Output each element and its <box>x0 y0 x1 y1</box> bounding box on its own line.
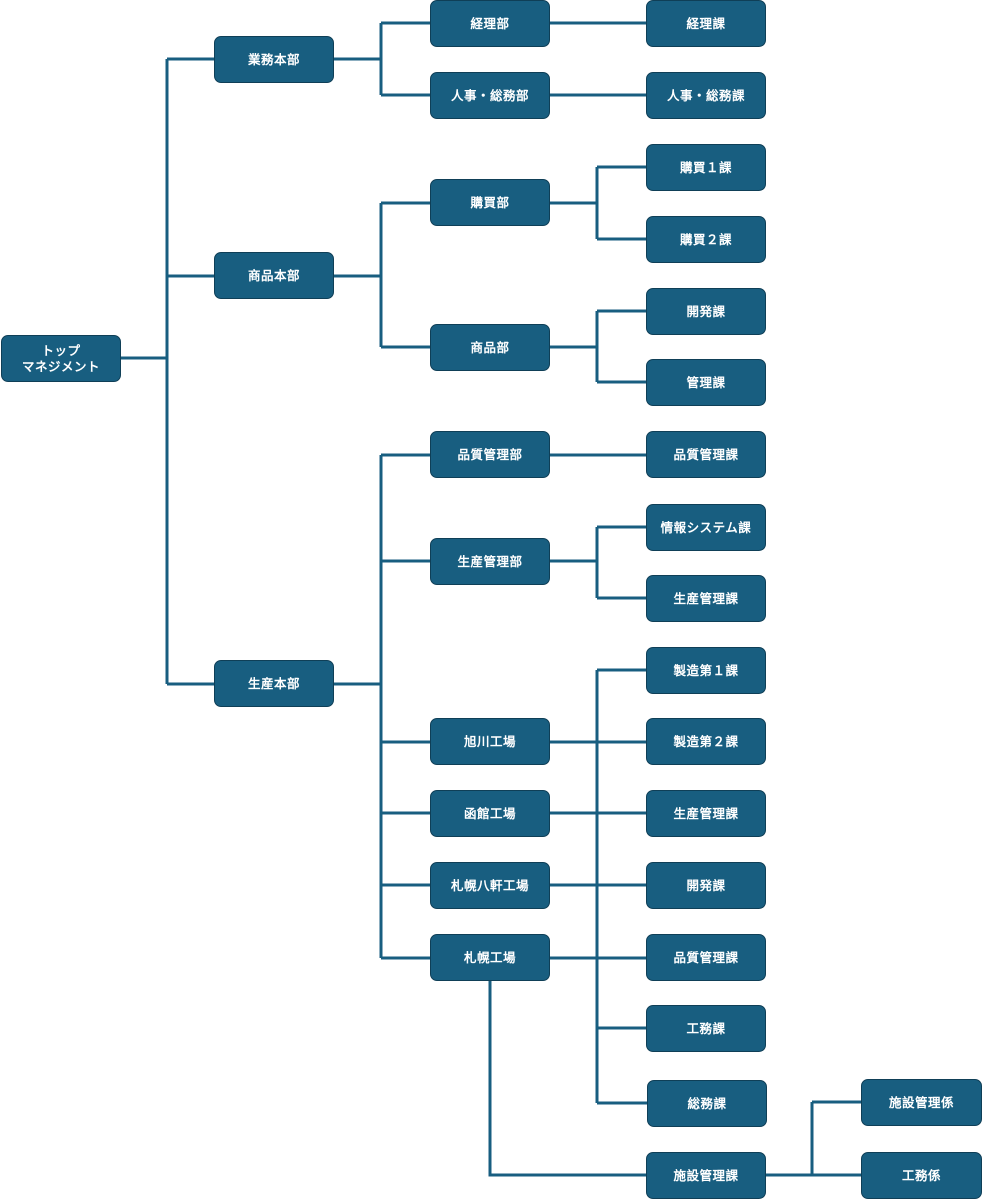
node-komu-gakari[interactable]: 工務係 <box>861 1152 982 1199</box>
node-sapporo-kojo[interactable]: 札幌工場 <box>430 934 550 981</box>
node-kobai-1-ka[interactable]: 購買１課 <box>646 144 766 191</box>
node-hakodate-kojo[interactable]: 函館工場 <box>430 790 550 837</box>
node-shisetsu-kanri-ka[interactable]: 施設管理課 <box>646 1152 766 1199</box>
node-gyomu-honbu[interactable]: 業務本部 <box>214 36 334 83</box>
node-keiri-ka[interactable]: 経理課 <box>646 0 766 47</box>
node-factory-komu-ka[interactable]: 工務課 <box>646 1005 766 1052</box>
node-factory-seisan-kanri-ka[interactable]: 生産管理課 <box>646 790 766 837</box>
node-hinshitsu-kanri-bu[interactable]: 品質管理部 <box>430 431 550 478</box>
node-sapporo-hakken-kojo[interactable]: 札幌八軒工場 <box>430 862 550 909</box>
node-seisan-honbu[interactable]: 生産本部 <box>214 660 334 707</box>
node-kanri-ka[interactable]: 管理課 <box>646 359 766 406</box>
node-factory-seizo-2-ka[interactable]: 製造第２課 <box>646 718 766 765</box>
node-kobai-2-ka[interactable]: 購買２課 <box>646 216 766 263</box>
node-shohin-bu[interactable]: 商品部 <box>430 324 550 371</box>
node-factory-kaihatsu-ka[interactable]: 開発課 <box>646 862 766 909</box>
node-top-management[interactable]: トップ マネジメント <box>1 335 121 382</box>
node-keiri-bu[interactable]: 経理部 <box>430 0 550 47</box>
node-shisetsu-kanri-gakari[interactable]: 施設管理係 <box>861 1079 982 1126</box>
node-factory-seizo-1-ka[interactable]: 製造第１課 <box>646 647 766 694</box>
node-joho-system-ka[interactable]: 情報システム課 <box>646 504 766 551</box>
node-shohin-honbu[interactable]: 商品本部 <box>214 252 334 299</box>
node-kaihatsu-ka[interactable]: 開発課 <box>646 288 766 335</box>
node-seisan-kanri-bu[interactable]: 生産管理部 <box>430 538 550 585</box>
node-hinshitsu-kanri-ka[interactable]: 品質管理課 <box>646 431 766 478</box>
node-jinji-somu-ka[interactable]: 人事・総務課 <box>646 72 766 119</box>
node-factory-somu-ka[interactable]: 総務課 <box>647 1080 767 1127</box>
node-kobai-bu[interactable]: 購買部 <box>430 179 550 226</box>
connector <box>488 981 646 1177</box>
node-jinji-somu-bu[interactable]: 人事・総務部 <box>430 72 550 119</box>
node-asahikawa-kojo[interactable]: 旭川工場 <box>430 718 550 765</box>
node-seisan-kanri-ka[interactable]: 生産管理課 <box>646 575 766 622</box>
node-factory-hinshitsu-kanri-ka[interactable]: 品質管理課 <box>646 934 766 981</box>
